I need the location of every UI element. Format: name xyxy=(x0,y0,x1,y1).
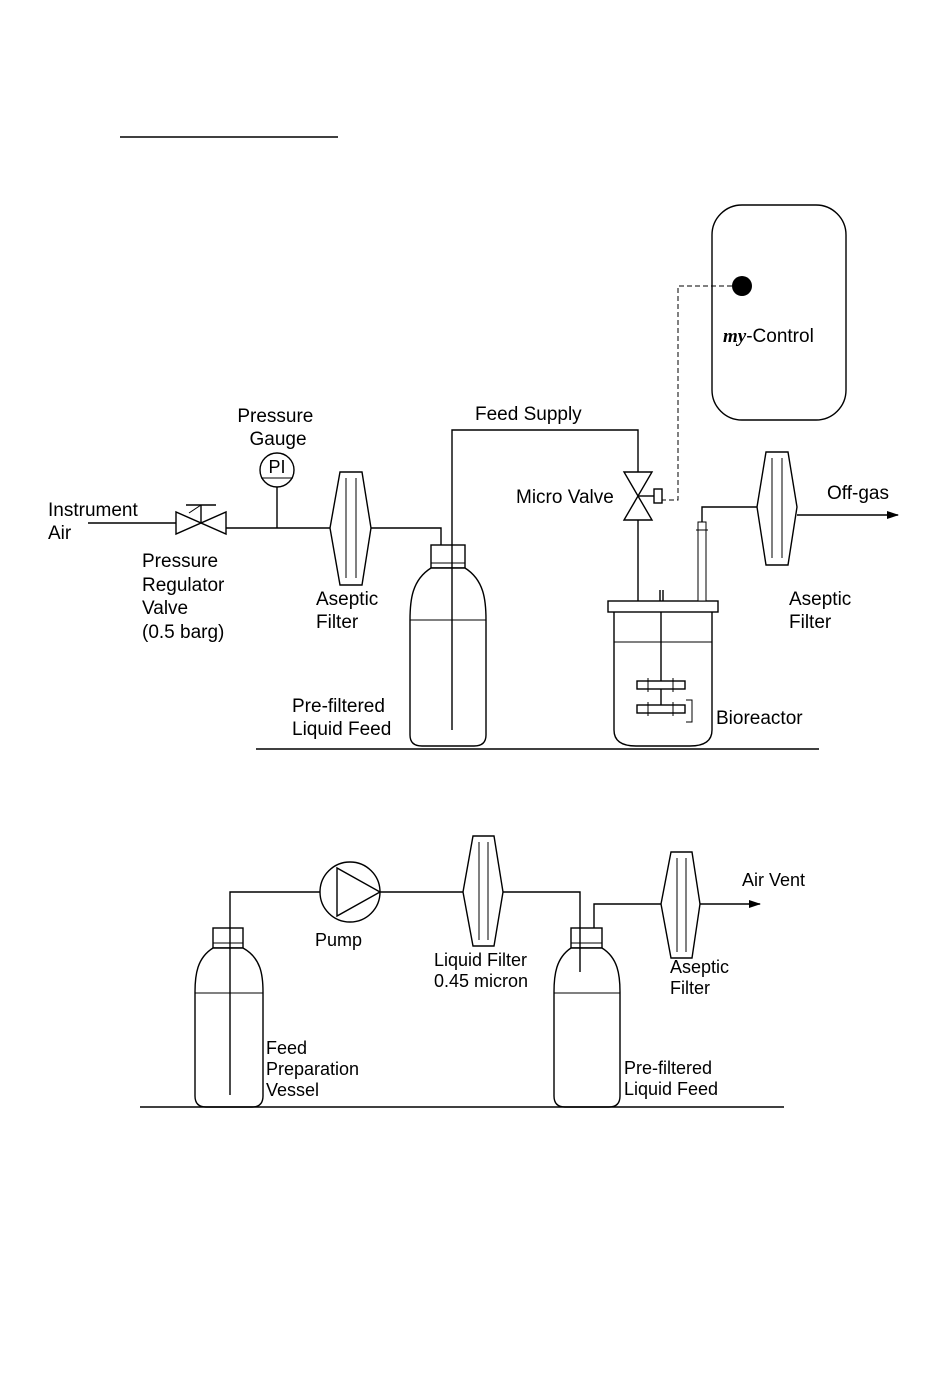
feed-supply-label: Feed Supply xyxy=(475,404,582,425)
line-filter-to-bottle xyxy=(371,528,441,545)
controller-box xyxy=(712,205,846,420)
bioreactor-icon xyxy=(608,590,718,746)
controller-label: my-Control xyxy=(723,326,814,347)
receiving-bottle-icon xyxy=(554,928,620,1107)
feed-vessel-icon xyxy=(195,928,263,1107)
feed-bottle-icon xyxy=(410,545,486,746)
liquid-feed-label: Pre-filtered Liquid Feed xyxy=(292,696,391,740)
gauge-symbol-label: PI xyxy=(268,457,285,477)
aseptic-filter-3-label: Aseptic Filter xyxy=(670,957,734,998)
off-gas-label: Off-gas xyxy=(827,483,889,504)
aseptic-filter-3-icon xyxy=(661,852,700,958)
bioreactor-label: Bioreactor xyxy=(716,708,803,729)
aseptic-filter-2-label: Aseptic Filter xyxy=(789,589,857,633)
liquid-feed-bottom-label: Pre-filtered Liquid Feed xyxy=(624,1058,718,1099)
pressure-gauge-label: Pressure Gauge xyxy=(237,406,318,450)
bottom-diagram: Pump Liquid Filter 0.45 micron Air Vent … xyxy=(140,836,805,1107)
controller-signal-dot xyxy=(732,276,752,296)
vent-line xyxy=(594,904,661,928)
liquid-filter-label: Liquid Filter 0.45 micron xyxy=(434,950,532,991)
pressure-regulator-label: Pressure Regulator Valve (0.5 barg) xyxy=(142,551,230,643)
aseptic-filter-2-icon xyxy=(757,452,797,565)
off-gas-tube xyxy=(696,507,757,601)
aseptic-filter-1-icon xyxy=(330,472,371,585)
feed-vessel-label: Feed Preparation Vessel xyxy=(266,1038,364,1100)
micro-valve-icon xyxy=(624,472,662,520)
liquid-filter-icon xyxy=(463,836,503,946)
pump-label: Pump xyxy=(315,930,362,950)
pressure-regulator-valve-icon xyxy=(176,505,226,534)
pump-icon xyxy=(320,862,380,922)
top-diagram: my-Control PI xyxy=(48,205,898,749)
instrument-air-label: Instrument Air xyxy=(48,500,143,544)
aseptic-filter-1-label: Aseptic Filter xyxy=(316,589,384,633)
micro-valve-label: Micro Valve xyxy=(516,487,614,508)
air-vent-label: Air Vent xyxy=(742,870,805,890)
